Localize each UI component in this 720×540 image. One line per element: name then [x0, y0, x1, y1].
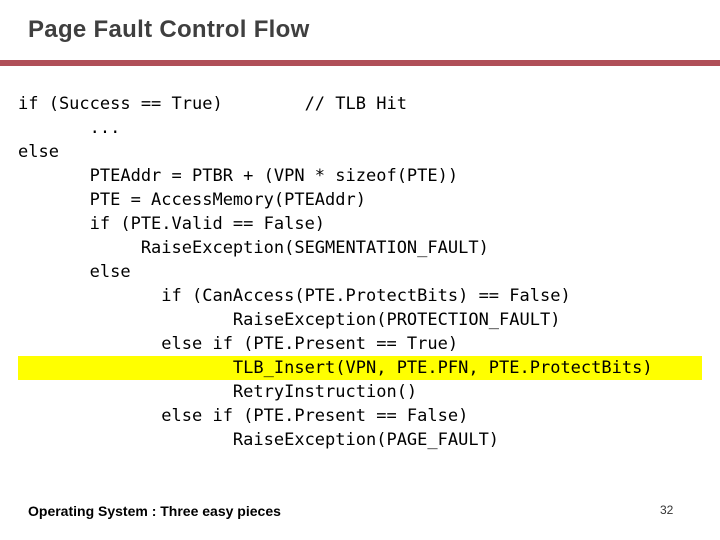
code-line: else if (PTE.Present == False): [18, 406, 469, 426]
title-rule-divider: [0, 60, 720, 66]
code-line: if (Success == True) // TLB Hit: [18, 94, 407, 114]
code-line: RaiseException(PROTECTION_FAULT): [18, 310, 561, 330]
code-line: else: [18, 142, 59, 162]
code-line: PTE = AccessMemory(PTEAddr): [18, 190, 366, 210]
code-line: PTEAddr = PTBR + (VPN * sizeof(PTE)): [18, 166, 459, 186]
page-number: 32: [660, 503, 674, 517]
code-line: RaiseException(PAGE_FAULT): [18, 430, 500, 450]
code-line: else if (PTE.Present == True): [18, 334, 459, 354]
code-line: if (CanAccess(PTE.ProtectBits) == False): [18, 286, 571, 306]
page-title: Page Fault Control Flow: [28, 16, 310, 43]
code-line-highlighted: TLB_Insert(VPN, PTE.PFN, PTE.ProtectBits…: [18, 356, 702, 380]
code-line: else: [18, 262, 131, 282]
footer-text: Operating System : Three easy pieces: [28, 503, 281, 519]
code-block: if (Success == True) // TLB Hit ... else …: [18, 92, 702, 452]
code-line: if (PTE.Valid == False): [18, 214, 326, 234]
code-line: ...: [18, 118, 121, 138]
code-line: RetryInstruction(): [18, 382, 418, 402]
code-line: RaiseException(SEGMENTATION_FAULT): [18, 238, 489, 258]
